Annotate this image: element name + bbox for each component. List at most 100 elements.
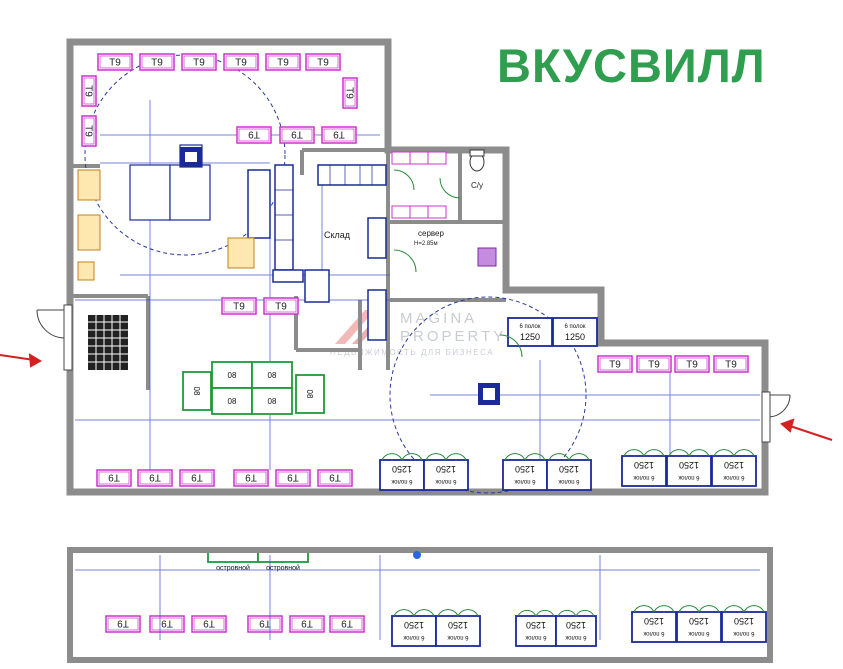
fridge-label: T9: [109, 58, 121, 69]
chiller-unit: 1250 6 полок: [666, 449, 712, 487]
fridge-unit: T9: [149, 615, 185, 633]
island-value: 08: [228, 397, 237, 406]
island-value: 08: [305, 390, 314, 399]
chiller-shelves: 6 полок: [514, 478, 535, 484]
fridge-label: T9: [275, 302, 287, 313]
fridge-unit: T9: [233, 469, 269, 487]
lower-plan-walls: [67, 547, 773, 663]
fridge-label: T9: [117, 618, 129, 629]
fridge-unit: T9: [289, 615, 325, 633]
chiller-shelves: 6 полок: [447, 634, 468, 640]
fridge-label: T9: [277, 58, 289, 69]
chiller-shelves: 6 полок: [723, 474, 744, 480]
island-unit: островной: [257, 551, 309, 572]
fridge-label: T9: [161, 618, 173, 629]
chiller-value: 1250: [448, 620, 468, 630]
entrance-right: [761, 391, 791, 443]
fridge-label: T9: [203, 618, 215, 629]
chiller-shelves: 6 полок: [565, 324, 586, 330]
chiller-shelves: 6 полок: [688, 630, 709, 636]
fridge-unit: T9: [221, 297, 257, 315]
fridge-unit: T9: [713, 355, 749, 373]
fridge-label: T9: [725, 360, 737, 371]
fridge-unit: T9: [317, 469, 353, 487]
chiller-value: 1250: [520, 332, 540, 342]
island-unit: 08: [251, 361, 293, 389]
chiller-value: 1250: [526, 620, 546, 630]
fridge-label: T9: [287, 472, 299, 483]
fridge-label: T9: [149, 472, 161, 483]
chiller-shelves: 6 полок: [633, 474, 654, 480]
chiller-shelves: 6 полок: [643, 630, 664, 636]
fridge-unit: T9: [223, 53, 259, 71]
fridge-unit: T9: [597, 355, 633, 373]
chiller-shelves: 6 полок: [525, 634, 546, 640]
chiller-unit: 1250 6 полок: [711, 449, 757, 487]
fridge-label: T9: [193, 58, 205, 69]
doors: [393, 169, 523, 358]
server-room-label: сервер: [418, 229, 445, 238]
marker-dot: [413, 551, 421, 559]
chiller-shelves: 6 полок: [391, 478, 412, 484]
entrance-arrows: [0, 353, 833, 441]
chiller-value: 1250: [634, 460, 654, 470]
island-unit: 08: [182, 371, 212, 411]
chiller-value: 1250: [724, 460, 744, 470]
fridge-label: T9: [83, 125, 94, 137]
fridge-label: T9: [235, 58, 247, 69]
stair-grid: [88, 315, 128, 370]
fridge-label: T9: [609, 360, 621, 371]
island-value: 08: [228, 371, 237, 380]
fridge-label: T9: [344, 87, 355, 99]
fridge-unit: T9: [636, 355, 672, 373]
island-value: 08: [192, 387, 201, 396]
lower-plan-dims: [75, 555, 760, 640]
fridge-label: T9: [291, 129, 303, 140]
fridge-unit: T9: [329, 615, 365, 633]
fridge-label: T9: [108, 472, 120, 483]
storage-racks: [247, 164, 387, 341]
chiller-value: 1250: [404, 620, 424, 630]
chiller-unit: 1250 6 полок: [435, 609, 481, 647]
island-unit: 08: [211, 387, 253, 415]
server-rack: [477, 247, 497, 267]
fridge-label: T9: [317, 58, 329, 69]
fridge-unit: T9: [247, 615, 283, 633]
server-room-height: H=2.85м: [414, 241, 438, 247]
fridge-label: T9: [329, 472, 341, 483]
chiller-shelves: 6 полок: [435, 478, 456, 484]
entrance-left: [36, 304, 73, 371]
fridge-unit: T9: [275, 469, 311, 487]
fridge-unit: T9: [236, 126, 272, 144]
toilet-fixture-icon: [469, 149, 485, 172]
island-unit: 08: [251, 387, 293, 415]
island-unit: 08: [295, 374, 325, 414]
island-value: 08: [268, 371, 277, 380]
inner-walls: [70, 148, 506, 390]
fridge-label: T9: [648, 360, 660, 371]
fridge-label: T9: [301, 618, 313, 629]
chiller-shelves: 6 полок: [678, 474, 699, 480]
fridge-unit: T9: [81, 115, 97, 147]
chiller-unit: 1250 6 полок: [621, 449, 667, 487]
fridge-label: T9: [151, 58, 163, 69]
fridge-unit: T9: [97, 53, 133, 71]
chiller-value: 1250: [679, 460, 699, 470]
chiller-group: 1250 6 полок 1250 6 полок 1250 6 полок 1250 6 п…: [379, 317, 767, 647]
fridge-unit: T9: [265, 53, 301, 71]
fridge-unit: T9: [674, 355, 710, 373]
fridge-label: T9: [233, 302, 245, 313]
fridge-unit: T9: [81, 75, 97, 107]
fridge-label: T9: [259, 618, 271, 629]
fridge-unit: T9: [191, 615, 227, 633]
island-unit: 08: [211, 361, 253, 389]
fridge-unit: T9: [137, 469, 173, 487]
